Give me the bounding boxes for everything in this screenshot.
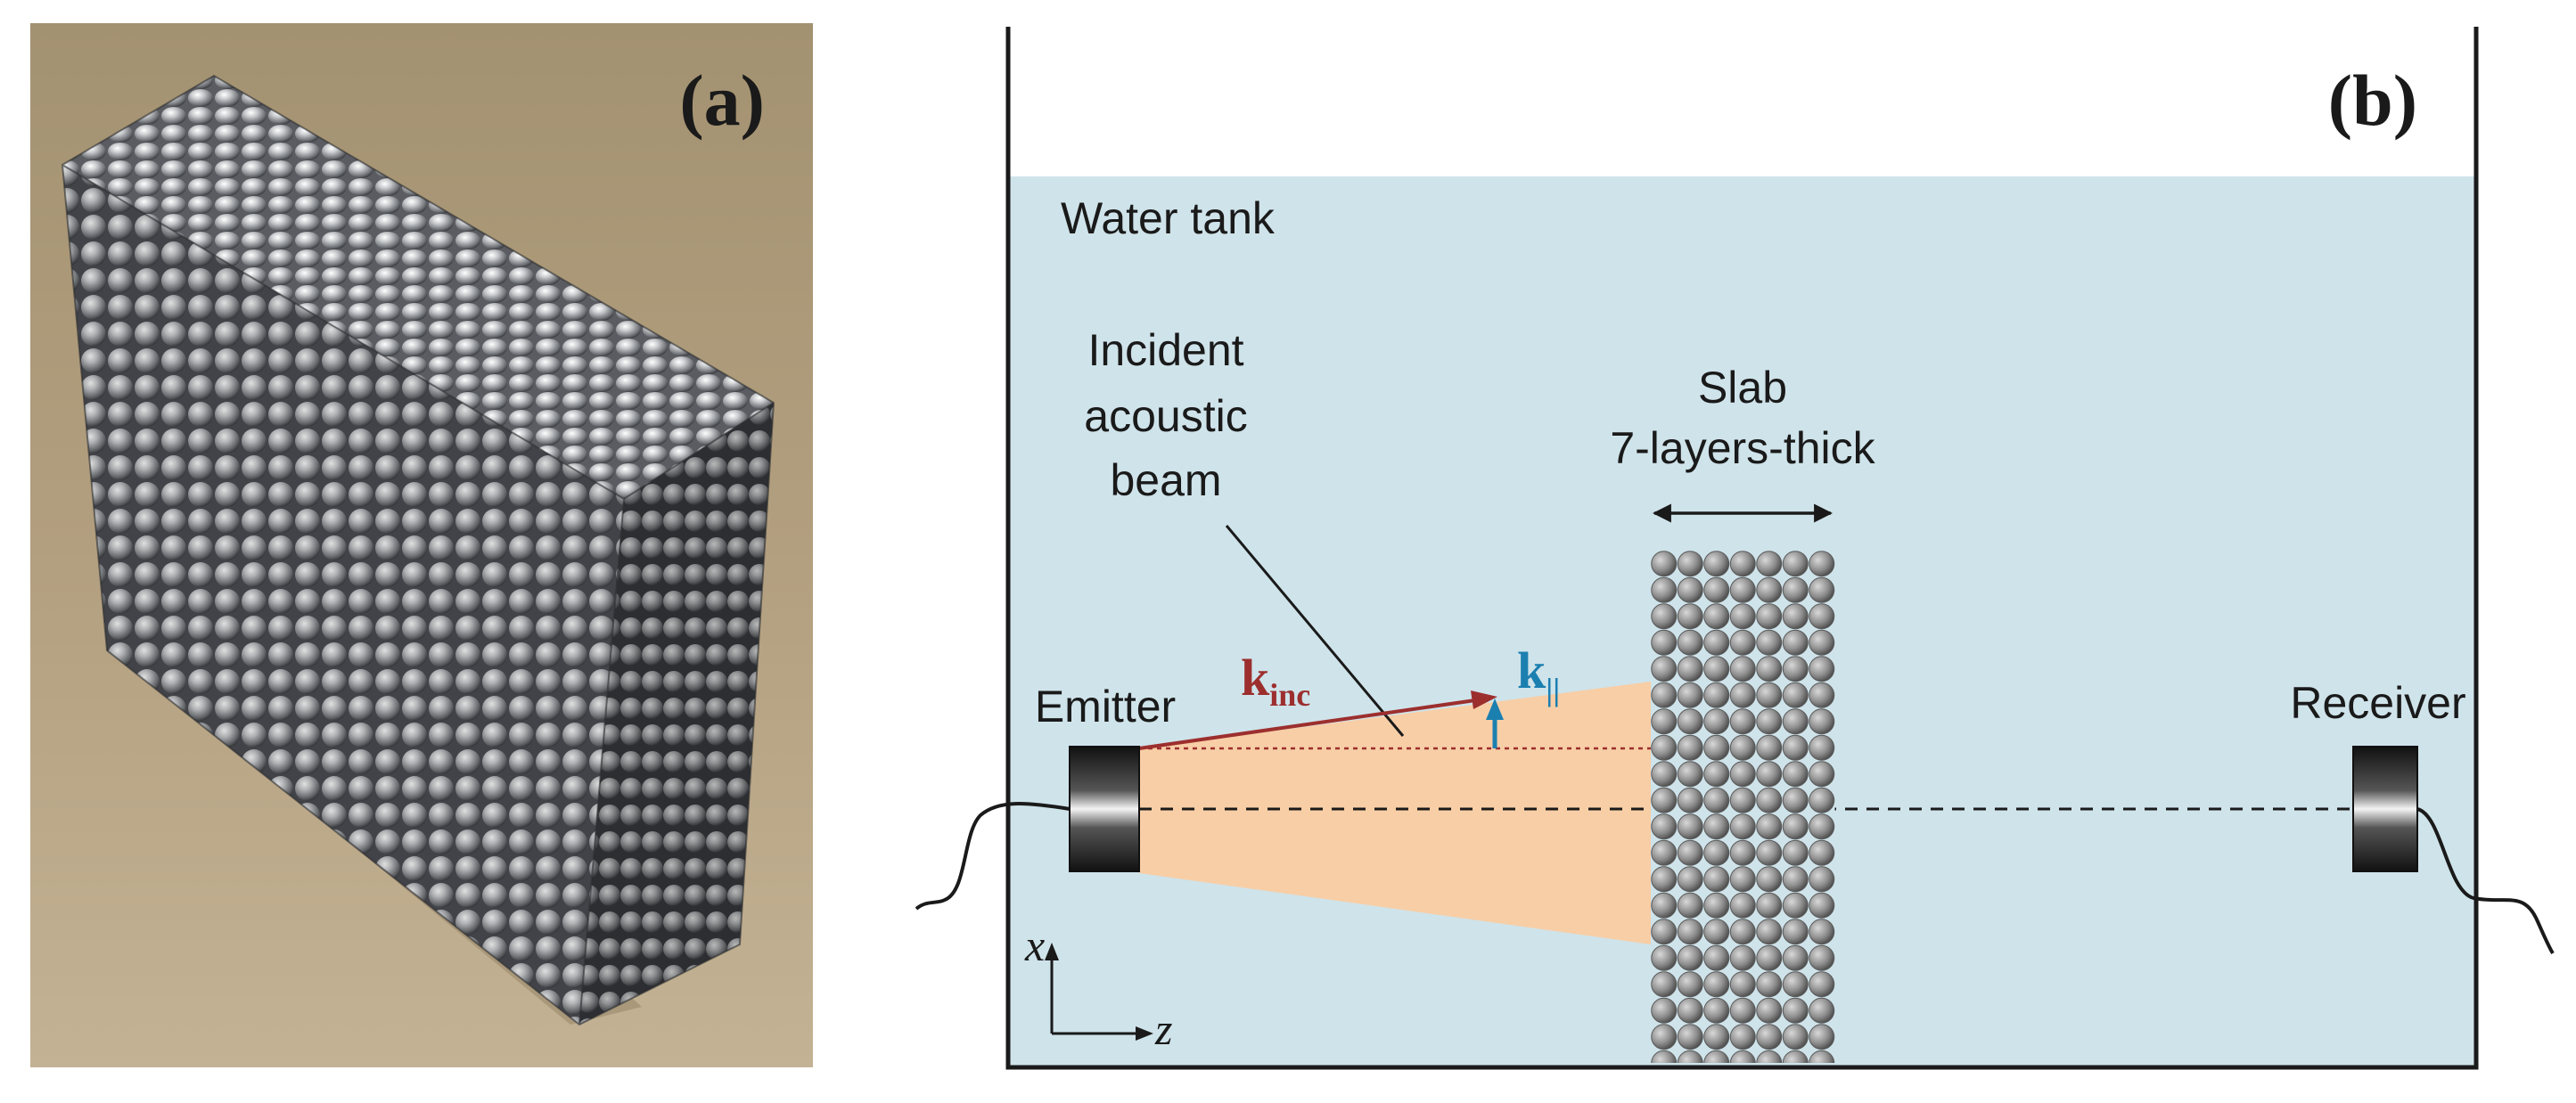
axis-x-arrowhead [1045, 943, 1059, 960]
bead-slab [1651, 551, 1835, 1063]
k-inc-label: kinc [1241, 649, 1310, 713]
emitter-label: Emitter [1035, 682, 1176, 731]
water-tank-walls [1005, 27, 2479, 1070]
axis-z-arrowhead [1136, 1026, 1153, 1041]
bead-block-side-shade [579, 403, 774, 1025]
water-tank-label: Water tank [1061, 193, 1276, 243]
slab-label-line-2: 7-layers-thick [1610, 423, 1875, 473]
receiver-cable [2416, 807, 2555, 955]
k-inc-sub: inc [1269, 677, 1310, 713]
k-inc-arrowhead [1471, 690, 1497, 709]
emitter-transducer [1069, 746, 1140, 872]
beam-label-leader [1225, 525, 1405, 737]
axis-z-label: z [1154, 1004, 1172, 1054]
receiver-transducer [2352, 746, 2418, 872]
k-par-main: k [1517, 641, 1546, 699]
k-par-arrowhead [1486, 699, 1504, 720]
k-inc-main: k [1241, 649, 1270, 707]
panel-a-label: (a) [679, 60, 765, 141]
k-par-label: k|| [1517, 641, 1560, 707]
panel-a: (a) [30, 23, 813, 1067]
receiver-label: Receiver [2290, 678, 2465, 728]
beam-label-line-2: acoustic [1084, 391, 1247, 441]
bead-block-front-shade [62, 165, 624, 1025]
axis-x-label: x [1024, 920, 1045, 970]
panel-b: (b) Water tank Slab 7-layers-thick Incid… [915, 27, 2555, 1070]
slab-label-line-1: Slab [1698, 363, 1787, 413]
panel-b-label: (b) [2328, 60, 2417, 141]
bead-block-front-face [62, 165, 624, 1025]
emitter-cable [915, 802, 1071, 911]
bead-block-side-face [579, 403, 774, 1025]
k-inc-arrow [1138, 698, 1482, 750]
bead-block-edges [61, 74, 775, 1026]
k-par-sub: || [1546, 672, 1560, 707]
beam-label-line-3: beam [1110, 455, 1221, 505]
bead-block-top-face [62, 76, 774, 499]
beam-label-line-1: Incident [1087, 325, 1243, 375]
